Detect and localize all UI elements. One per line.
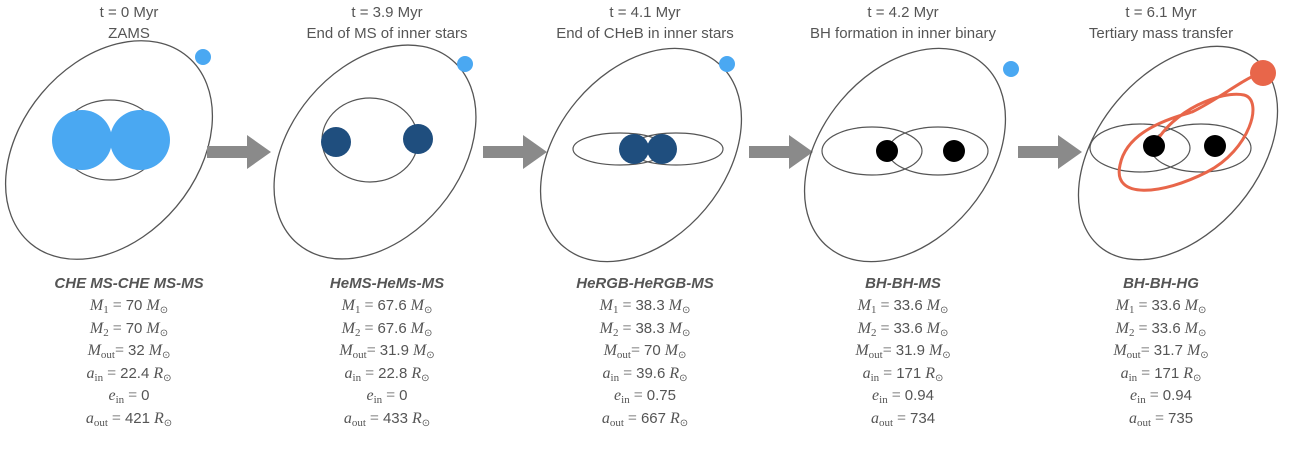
tertiary-star	[719, 56, 735, 72]
param-m2: M2 = 33.6 M⊙	[1115, 319, 1207, 339]
inner-orbit-1	[821, 126, 923, 176]
orbit-diagram	[4, 40, 214, 260]
panel-time: t = 3.9 Myr	[351, 4, 423, 21]
param-ein: ein = 0	[108, 387, 150, 406]
orbit-diagram	[1077, 45, 1279, 261]
param-m2: M2 = 67.6 M⊙	[341, 319, 433, 339]
param-mout: Mout= 31.9 M⊙	[855, 342, 951, 361]
panel-phase: BH formation in inner binary	[810, 25, 996, 42]
arrow-icon	[207, 135, 271, 169]
param-m2: M2 = 38.3 M⊙	[599, 319, 691, 339]
panel-zams: t = 0 Myr ZAMS CHE MS-CHE MS-MS M1 = 70 …	[0, 0, 258, 451]
param-ain: ain = 39.6 R⊙	[602, 364, 688, 384]
stage-label: HeMS-HeMs-MS	[329, 275, 445, 292]
inner-bh-1	[1143, 135, 1165, 157]
panel-time: t = 4.2 Myr	[867, 4, 939, 21]
tertiary-star	[457, 56, 473, 72]
panel-bh-formation: t = 4.2 Myr BH formation in inner binary…	[774, 0, 1032, 451]
inner-star-1	[52, 110, 112, 170]
stage-label: BH-BH-MS	[865, 275, 941, 292]
param-ain: ain = 22.8 R⊙	[344, 364, 430, 384]
panel-phase: End of MS of inner stars	[306, 25, 468, 42]
tertiary-star	[1003, 61, 1019, 77]
inner-star-1	[619, 134, 649, 164]
panel-time: t = 6.1 Myr	[1125, 4, 1197, 21]
tertiary-star	[1250, 60, 1276, 86]
orbit-diagram	[539, 47, 743, 263]
outer-orbit	[1077, 45, 1279, 261]
param-aout: aout = 734	[870, 409, 936, 429]
panel-time: t = 4.1 Myr	[609, 4, 681, 21]
tertiary-star	[195, 49, 211, 65]
arrow-icon	[749, 135, 813, 169]
param-mout: Mout= 32 M⊙	[87, 342, 171, 361]
panel-time: t = 0 Myr	[99, 4, 159, 21]
orbit-diagram	[803, 47, 1019, 263]
panel-phase: Tertiary mass transfer	[1088, 25, 1234, 42]
inner-star-2	[647, 134, 677, 164]
param-ein: ein = 0.94	[872, 387, 934, 406]
panel-phase: End of CHeB in inner stars	[556, 25, 734, 42]
param-ein: ein = 0	[366, 387, 408, 406]
outer-orbit	[4, 40, 214, 260]
orbit-diagram	[273, 44, 477, 260]
panel-tertiary-mass-transfer: t = 6.1 Myr Tertiary mass transfer BH-BH…	[1032, 0, 1290, 451]
param-ein: ein = 0.94	[1130, 387, 1192, 406]
param-ein: ein = 0.75	[614, 387, 676, 406]
param-m1: M1 = 33.6 M⊙	[1115, 297, 1207, 316]
stage-label: HeRGB-HeRGB-MS	[576, 275, 714, 292]
inner-orbit-1	[1089, 123, 1191, 173]
outer-orbit	[539, 47, 743, 263]
param-aout: aout = 433 R⊙	[343, 409, 431, 429]
panel-end-of-cheb: t = 4.1 Myr End of CHeB in inner stars H…	[516, 0, 774, 451]
param-m1: M1 = 38.3 M⊙	[599, 297, 691, 316]
panel-end-of-ms: t = 3.9 Myr End of MS of inner stars HeM…	[258, 0, 516, 451]
param-mout: Mout= 70 M⊙	[603, 342, 687, 361]
inner-bh-2	[1204, 135, 1226, 157]
param-aout: aout = 735	[1128, 409, 1194, 429]
param-ain: ain = 22.4 R⊙	[86, 364, 172, 384]
panel-stats: BH-BH-HG M1 = 33.6 M⊙ M2 = 33.6 M⊙ Mout=…	[1032, 273, 1290, 430]
param-m1: M1 = 70 M⊙	[89, 297, 169, 316]
param-mout: Mout= 31.9 M⊙	[339, 342, 435, 361]
inner-orbit-2	[887, 126, 989, 176]
arrow-icon	[1018, 135, 1082, 169]
outer-orbit	[803, 47, 1007, 263]
param-aout: aout = 667 R⊙	[601, 409, 689, 429]
param-m2: M2 = 70 M⊙	[89, 319, 169, 339]
panel-stats: BH-BH-MS M1 = 33.6 M⊙ M2 = 33.6 M⊙ Mout=…	[774, 273, 1032, 430]
inner-bh-2	[943, 140, 965, 162]
param-aout: aout = 421 R⊙	[85, 409, 173, 429]
outer-orbit	[273, 44, 477, 260]
inner-star-2	[403, 124, 433, 154]
stage-label: BH-BH-HG	[1123, 275, 1199, 292]
panel-stats: CHE MS-CHE MS-MS M1 = 70 M⊙ M2 = 70 M⊙ M…	[0, 273, 258, 430]
param-ain: ain = 171 R⊙	[1120, 364, 1202, 384]
mass-transfer-stream	[1117, 72, 1260, 192]
panel-phase: ZAMS	[108, 25, 150, 42]
param-mout: Mout= 31.7 M⊙	[1113, 342, 1209, 361]
param-m1: M1 = 67.6 M⊙	[341, 297, 433, 316]
panel-stats: HeRGB-HeRGB-MS M1 = 38.3 M⊙ M2 = 38.3 M⊙…	[516, 273, 774, 430]
param-ain: ain = 171 R⊙	[862, 364, 944, 384]
arrow-icon	[483, 135, 547, 169]
stage-label: CHE MS-CHE MS-MS	[54, 275, 204, 292]
param-m1: M1 = 33.6 M⊙	[857, 297, 949, 316]
inner-star-2	[110, 110, 170, 170]
inner-bh-1	[876, 140, 898, 162]
param-m2: M2 = 33.6 M⊙	[857, 319, 949, 339]
inner-star-1	[321, 127, 351, 157]
panel-stats: HeMS-HeMs-MS M1 = 67.6 M⊙ M2 = 67.6 M⊙ M…	[258, 273, 516, 430]
